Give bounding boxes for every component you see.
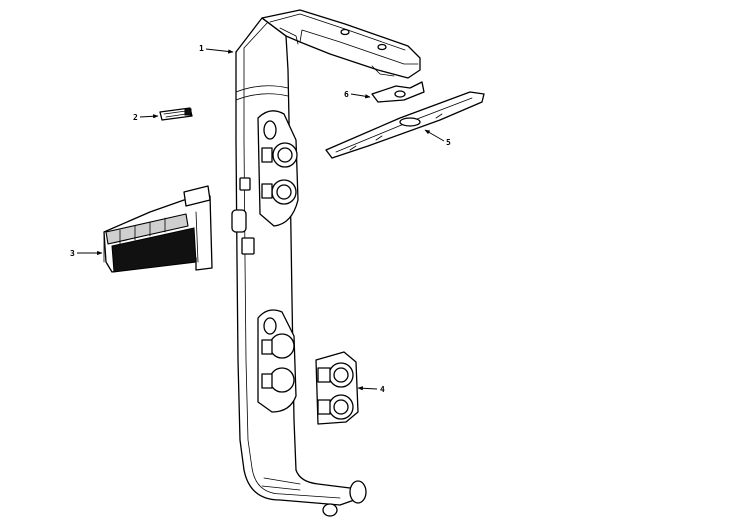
callout-3: 3 xyxy=(70,249,103,258)
part-6-bracket xyxy=(371,81,425,103)
callout-1: 1 xyxy=(199,44,234,54)
svg-text:2: 2 xyxy=(133,113,138,122)
svg-text:5: 5 xyxy=(446,138,451,147)
svg-text:4: 4 xyxy=(380,385,385,394)
callout-6: 6 xyxy=(344,90,371,99)
svg-text:3: 3 xyxy=(70,249,75,258)
callout-4: 4 xyxy=(357,385,385,394)
callout-2: 2 xyxy=(133,113,159,122)
callout-5: 5 xyxy=(424,129,451,147)
part-3-filter-module xyxy=(103,185,213,273)
part-5-spray-arm xyxy=(325,91,485,159)
svg-text:1: 1 xyxy=(199,44,204,53)
part-2-clip xyxy=(159,107,193,121)
svg-text:6: 6 xyxy=(344,90,349,99)
part-1-wash-manifold xyxy=(231,9,421,517)
part-4-nozzle-assembly xyxy=(315,351,359,425)
